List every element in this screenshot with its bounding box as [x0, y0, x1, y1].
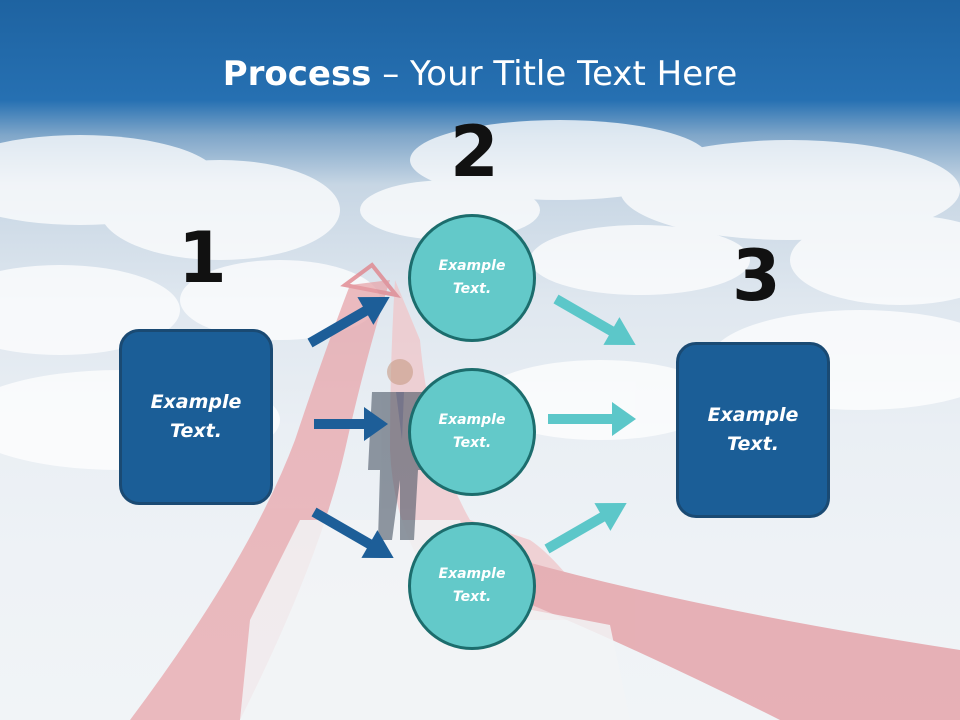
slide-title: Process – Your Title Text Here [0, 52, 960, 96]
circle-middle-text: Example Text. [438, 412, 506, 451]
left-box: Example Text. [119, 329, 273, 505]
step-number-3: 3 [732, 235, 781, 317]
circle-bottom: Example Text. [408, 522, 536, 650]
circle-top: Example Text. [408, 214, 536, 342]
title-rest: – Your Title Text Here [371, 54, 738, 94]
circle-bottom-text: Example Text. [438, 566, 506, 605]
left-box-text: Example Text. [150, 391, 242, 442]
title-bold: Process [222, 54, 372, 94]
circle-top-text: Example Text. [438, 258, 506, 297]
step-number-2: 2 [450, 111, 499, 193]
right-box: Example Text. [676, 342, 830, 518]
arrow-right-teal [548, 402, 636, 436]
arrow-up-right-teal [544, 503, 627, 554]
arrow-right [314, 407, 388, 441]
arrow-down-right-teal [553, 294, 636, 345]
dark-arrows [307, 297, 394, 558]
right-box-text: Example Text. [707, 404, 799, 455]
arrow-down-right [311, 507, 394, 558]
circle-middle: Example Text. [408, 368, 536, 496]
arrow-up-right [307, 297, 390, 348]
teal-arrows [544, 294, 636, 554]
step-number-1: 1 [178, 217, 227, 299]
